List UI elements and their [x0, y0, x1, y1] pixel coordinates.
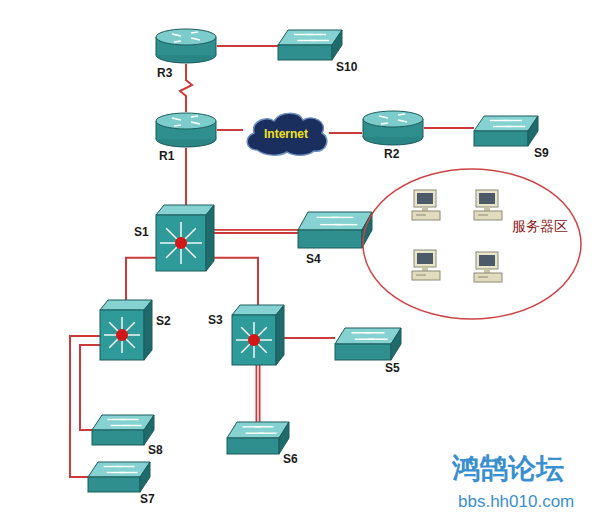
- link-line: [284, 337, 335, 339]
- link-gap: [257, 365, 258, 422]
- device-icon: [474, 116, 538, 146]
- link-line: [329, 132, 362, 134]
- device-icon: [100, 300, 152, 360]
- network-device: S4: [298, 212, 372, 248]
- network-device: R1: [155, 112, 217, 148]
- device-name: S8: [148, 443, 163, 457]
- device-icon: [156, 205, 214, 271]
- device-icon: [362, 168, 582, 320]
- network-link: [214, 258, 258, 305]
- switch-symbol: [278, 30, 342, 60]
- device-icon: [155, 28, 217, 64]
- switch-symbol: [88, 462, 150, 492]
- router-symbol: [156, 113, 216, 147]
- network-link: [186, 148, 187, 205]
- switch-symbol: [335, 328, 401, 360]
- device-icon: [298, 212, 372, 248]
- network-device: S1: [156, 205, 214, 271]
- switch-symbol: [298, 212, 372, 248]
- network-device: S8: [92, 415, 154, 445]
- network-link: [284, 338, 335, 339]
- multilayer-switch-symbol: [100, 300, 152, 360]
- device-name: S4: [306, 252, 321, 266]
- router-symbol: [156, 29, 216, 63]
- cloud-label: Internet: [264, 127, 308, 141]
- link-line: [185, 148, 187, 205]
- link-line: [217, 129, 243, 131]
- watermark: 鸿鹄论坛: [452, 450, 564, 488]
- network-device: S7: [88, 462, 150, 492]
- link-line: [80, 345, 100, 430]
- pc-symbol: [412, 190, 440, 220]
- internet-cloud: Internet: [243, 110, 329, 156]
- network-link: [424, 128, 474, 129]
- area-label: 服务器区: [512, 218, 568, 235]
- network-link: [217, 130, 243, 131]
- network-link: [70, 336, 100, 477]
- link-gap: [214, 231, 298, 232]
- network-device: S5: [335, 328, 401, 360]
- link-line: [424, 127, 474, 129]
- device-icon: [227, 422, 289, 454]
- network-device: S3: [232, 305, 284, 365]
- network-link: [329, 133, 362, 134]
- network-device: R3: [155, 28, 217, 64]
- device-icon: [92, 415, 154, 445]
- device-icon: [278, 30, 342, 60]
- network-link: [80, 345, 100, 430]
- device-name: R1: [159, 149, 174, 163]
- link-line: [214, 258, 258, 305]
- link-line: [214, 229, 298, 234]
- link-line: [70, 336, 100, 477]
- server-area-outline: [363, 169, 581, 319]
- network-link: [126, 258, 156, 300]
- pc-symbol: [412, 250, 440, 280]
- link-line: [126, 258, 156, 300]
- network-link: [258, 365, 259, 422]
- router-symbol: [363, 111, 423, 145]
- link-line: [217, 45, 278, 47]
- network-link: [214, 231, 298, 232]
- switch-symbol: [227, 422, 289, 454]
- server-area: 服务器区: [362, 168, 582, 320]
- multilayer-switch-symbol: [156, 205, 214, 271]
- link-line: [256, 365, 261, 422]
- device-icon: [362, 110, 424, 146]
- device-name: S3: [208, 313, 223, 327]
- device-name: S9: [534, 146, 549, 160]
- device-name: S1: [134, 225, 149, 239]
- device-icon: [335, 328, 401, 360]
- device-name: S10: [336, 60, 357, 74]
- device-icon: [232, 305, 284, 365]
- network-device: S9: [474, 116, 538, 146]
- watermark: bbs.hh010.com: [458, 492, 574, 512]
- device-icon: [155, 112, 217, 148]
- device-name: S6: [283, 452, 298, 466]
- network-device: S2: [100, 300, 152, 360]
- network-link: [180, 64, 192, 112]
- multilayer-switch-symbol: [232, 305, 284, 365]
- device-icon: [88, 462, 150, 492]
- network-device: S10: [278, 30, 342, 60]
- network-device: S6: [227, 422, 289, 454]
- switch-symbol: [92, 415, 154, 445]
- device-name: R2: [384, 147, 399, 161]
- switch-symbol: [474, 116, 538, 146]
- pc-symbol: [474, 252, 502, 282]
- network-link: [217, 46, 278, 47]
- network-device: R2: [362, 110, 424, 146]
- cloud-symbol: [247, 113, 327, 155]
- device-name: S2: [156, 314, 171, 328]
- pc-symbol: [474, 190, 502, 220]
- device-name: S7: [140, 492, 155, 506]
- device-name: R3: [157, 66, 172, 80]
- link-line: [180, 64, 192, 112]
- device-name: S5: [385, 361, 400, 375]
